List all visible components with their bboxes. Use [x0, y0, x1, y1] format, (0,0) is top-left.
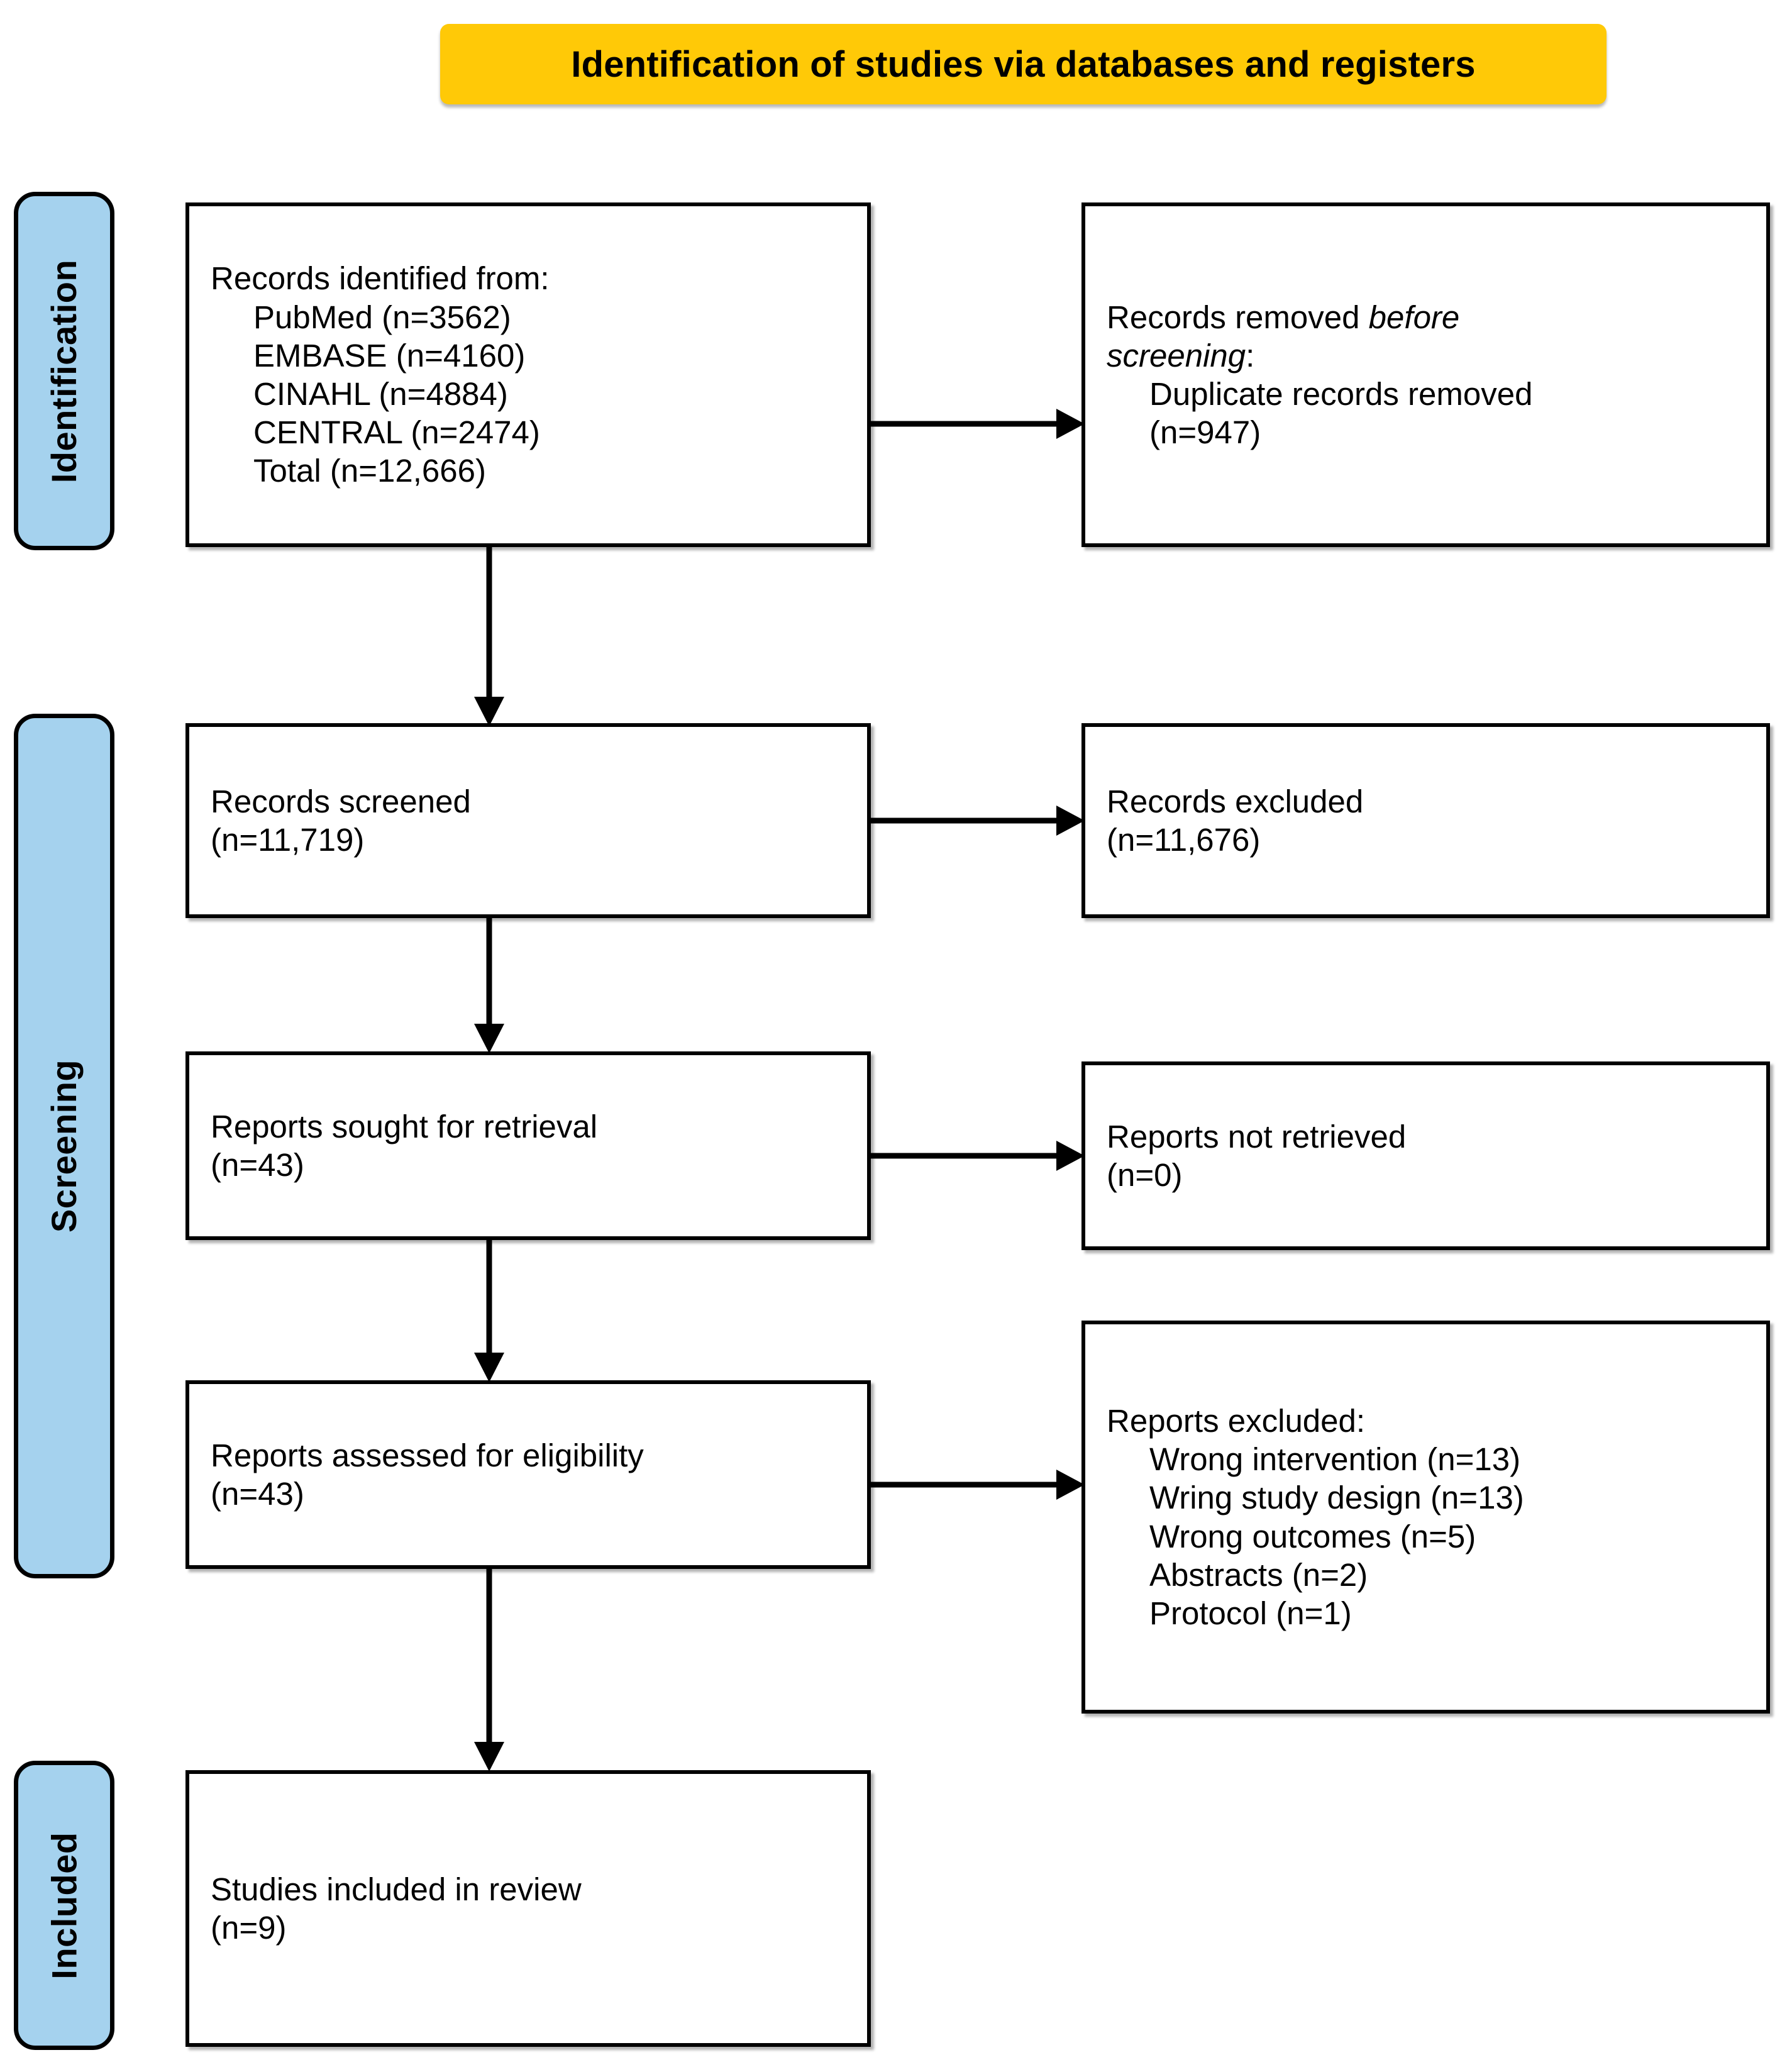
records-identified-source-embase: EMBASE (n=4160): [253, 337, 526, 374]
stage-label-screening-text: Screening: [44, 1059, 84, 1233]
reports-sought-line1: Reports sought for retrieval: [211, 1108, 598, 1144]
records-removed-line1: Records removed before: [1107, 298, 1745, 336]
box-reports-excluded: Reports excluded: Wrong intervention (n=…: [1081, 1321, 1770, 1714]
stage-label-screening: Screening: [14, 714, 114, 1578]
records-identified-total: Total (n=12,666): [253, 453, 486, 489]
records-removed-duplicates-count: (n=947): [1149, 414, 1261, 451]
arrow-assessed-to-reports-excluded: [871, 1467, 1085, 1502]
reports-excluded-heading: Reports excluded:: [1107, 1402, 1366, 1439]
records-identified-source-cinahl: CINAHL (n=4884): [253, 376, 508, 412]
box-reports-not-retrieved: Reports not retrieved (n=0): [1081, 1061, 1770, 1250]
box-records-excluded: Records excluded (n=11,676): [1081, 723, 1770, 918]
reports-excluded-reason-protocol: Protocol (n=1): [1149, 1595, 1352, 1631]
box-reports-assessed: Reports assessed for eligibility (n=43): [185, 1380, 871, 1569]
stage-label-included: Included: [14, 1761, 114, 2050]
box-records-removed: Records removed before screening: Duplic…: [1081, 202, 1770, 547]
arrow-screened-to-excluded: [871, 803, 1085, 838]
records-removed-line2-plain: :: [1246, 337, 1255, 374]
reports-excluded-reason-wrong-outcomes: Wrong outcomes (n=5): [1149, 1518, 1476, 1554]
arrow-sought-to-assessed: [470, 1240, 508, 1382]
reports-excluded-reason-wrong-intervention: Wrong intervention (n=13): [1149, 1441, 1521, 1478]
records-removed-line1-plain: Records removed: [1107, 299, 1369, 335]
reports-sought-line2: (n=43): [211, 1147, 304, 1183]
stage-label-included-text: Included: [44, 1831, 84, 1980]
arrow-screened-to-sought: [470, 918, 508, 1053]
arrow-sought-to-not-retrieved: [871, 1138, 1085, 1173]
records-screened-line1: Records screened: [211, 783, 471, 819]
box-records-identified: Records identified from: PubMed (n=3562)…: [185, 202, 871, 547]
stage-label-identification: Identification: [14, 192, 114, 550]
reports-assessed-line1: Reports assessed for eligibility: [211, 1437, 644, 1473]
diagram-banner: Identification of studies via databases …: [440, 24, 1607, 104]
reports-excluded-reason-wrong-study-design: Wring study design (n=13): [1149, 1480, 1524, 1516]
arrow-identified-to-removed: [871, 406, 1085, 441]
records-identified-heading: Records identified from:: [211, 260, 550, 297]
studies-included-line2: (n=9): [211, 1910, 287, 1946]
reports-excluded-reason-abstracts: Abstracts (n=2): [1149, 1556, 1368, 1593]
stage-label-identification-text: Identification: [44, 259, 84, 483]
arrow-identified-to-screened: [470, 547, 508, 726]
banner-title: Identification of studies via databases …: [571, 43, 1476, 85]
box-reports-sought: Reports sought for retrieval (n=43): [185, 1051, 871, 1240]
records-identified-source-central: CENTRAL (n=2474): [253, 414, 540, 451]
studies-included-line1: Studies included in review: [211, 1871, 582, 1907]
records-removed-line2: screening:: [1107, 336, 1745, 375]
records-removed-line1-italic: before: [1368, 299, 1460, 335]
reports-not-retrieved-line1: Reports not retrieved: [1107, 1118, 1407, 1155]
arrow-assessed-to-included: [470, 1569, 508, 1771]
reports-assessed-line2: (n=43): [211, 1476, 304, 1512]
records-screened-line2: (n=11,719): [211, 822, 365, 858]
reports-not-retrieved-line2: (n=0): [1107, 1157, 1183, 1193]
records-identified-source-pubmed: PubMed (n=3562): [253, 299, 511, 335]
records-removed-duplicates: Duplicate records removed: [1149, 376, 1533, 412]
records-removed-line2-italic: screening: [1107, 337, 1246, 374]
records-excluded-line1: Records excluded: [1107, 783, 1364, 819]
box-studies-included: Studies included in review (n=9): [185, 1770, 871, 2047]
box-records-screened: Records screened (n=11,719): [185, 723, 871, 918]
records-excluded-line2: (n=11,676): [1107, 822, 1261, 858]
